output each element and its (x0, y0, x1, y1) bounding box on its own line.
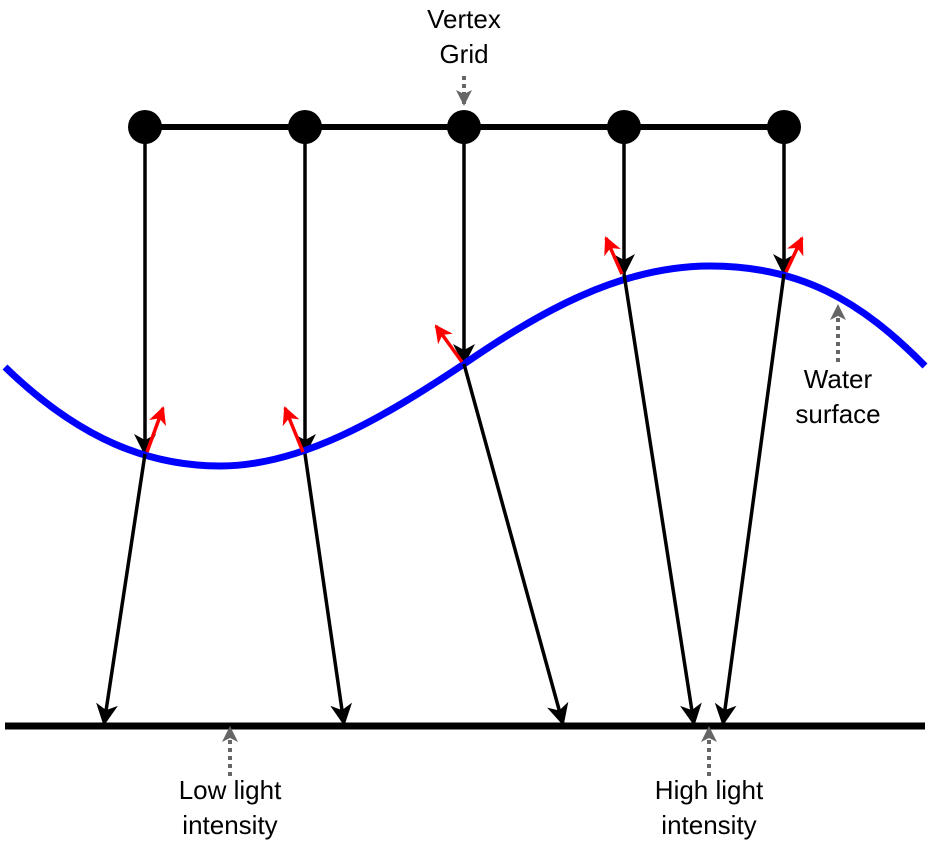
normal-1 (145, 406, 166, 453)
surface-normals (145, 236, 804, 453)
label-pointers (222, 76, 846, 776)
vertex-4 (607, 110, 641, 144)
normal-5 (784, 236, 804, 273)
refracted-ray-2 (303, 453, 353, 726)
vertex-grid-label: Vertex Grid (404, 2, 524, 72)
refracted-ray-5 (714, 273, 786, 726)
high-light-label-line-1: High light (654, 775, 764, 805)
water-surface-label-line-2: surface (795, 399, 881, 429)
low-light-label: Low light intensity (145, 773, 315, 843)
low-light-label-line-2: intensity (182, 810, 278, 840)
incident-rays (134, 127, 795, 456)
normal-3 (434, 324, 464, 364)
low-light-label-line-1: Low light (178, 775, 282, 805)
refracted-ray-3 (462, 363, 569, 726)
refracted-ray-4 (622, 273, 702, 726)
vertex-grid-label-line-1: Vertex (427, 4, 501, 34)
water-surface-label-line-1: Water (803, 364, 873, 394)
normal-4 (604, 236, 624, 275)
high-light-label-line-2: intensity (661, 810, 757, 840)
vertex-grid-label-line-2: Grid (439, 39, 489, 69)
water-surface-label: Water surface (778, 362, 898, 432)
vertex-1 (128, 110, 162, 144)
refracted-ray-1 (96, 453, 147, 726)
vertex-3 (447, 110, 481, 144)
normal-2 (282, 406, 305, 453)
vertex-2 (288, 110, 322, 144)
vertex-grid (128, 110, 801, 144)
high-light-label: High light intensity (624, 773, 794, 843)
refracted-rays (96, 273, 786, 726)
vertex-5 (767, 110, 801, 144)
